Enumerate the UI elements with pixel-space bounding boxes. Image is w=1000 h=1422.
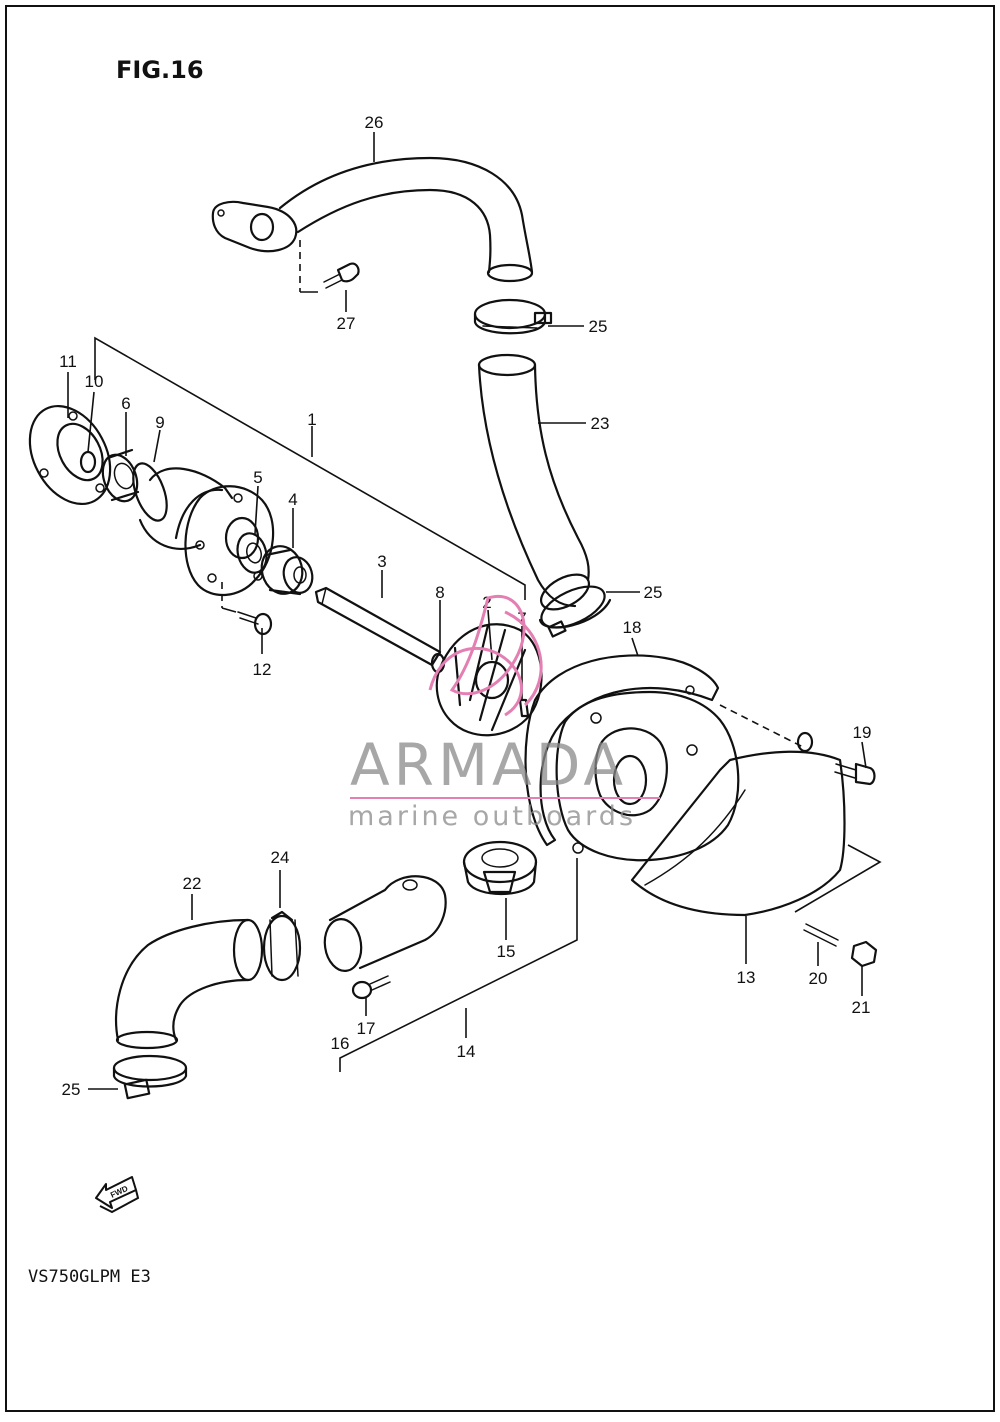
callout-19: 19: [853, 723, 872, 742]
callout-25-middle: 25: [644, 583, 663, 602]
screw-12: [221, 582, 273, 636]
fwd-arrow-icon: FWD: [95, 1176, 140, 1214]
callout-17: 17: [357, 1019, 376, 1038]
bolt-19: [834, 762, 876, 786]
figure-title: FIG.16: [116, 56, 204, 84]
callout-12: 12: [253, 660, 272, 679]
o-ring-9: [132, 462, 168, 522]
callout-8: 8: [435, 583, 444, 602]
callout-16: 16: [331, 1034, 350, 1053]
hose-clamp-25-lower: [112, 1054, 188, 1100]
nut-21: [850, 940, 878, 968]
screw-17: [351, 975, 391, 1000]
callout-leaders: [67, 132, 867, 1090]
watermark-brand: ARMADA: [350, 731, 627, 799]
callout-24: 24: [271, 848, 290, 867]
pump-shaft-3: [314, 586, 442, 667]
impeller-2: [435, 623, 543, 737]
callout-1: 1: [307, 410, 316, 429]
watermark-logo-icon: [428, 594, 543, 717]
gasket-11: [28, 404, 112, 506]
callout-9: 9: [155, 413, 164, 432]
callout-10: 10: [85, 372, 104, 391]
hose-clamp-25-middle: [538, 585, 612, 638]
callout-26: 26: [365, 113, 384, 132]
hose-clamp-25-upper: [473, 298, 553, 335]
thermostat-15: [462, 840, 538, 896]
callout-25-lower: 25: [62, 1080, 81, 1099]
cover-13: [630, 704, 882, 917]
seal-5: [236, 532, 268, 574]
model-code: VS750GLPM E3: [28, 1267, 151, 1287]
callout-6: 6: [121, 394, 130, 413]
bolt-27: [299, 240, 360, 293]
mechanical-seal-4: [260, 545, 314, 596]
assembly-bracket-14: [339, 858, 578, 1072]
thermostat-cap-16: [323, 875, 447, 972]
hose-clamp-24: [262, 910, 302, 982]
callout-15: 15: [497, 942, 516, 961]
callout-4: 4: [288, 490, 297, 509]
callout-27: 27: [337, 314, 356, 333]
callout-labels: 26 27 25 23 25 11 10 6 9 1 5 4 12 3 8 2 …: [59, 113, 871, 1099]
callout-18: 18: [623, 618, 642, 637]
pump-housing: [138, 467, 275, 597]
callout-21: 21: [852, 998, 871, 1017]
gasket-18: [524, 654, 720, 847]
pin-7: [518, 698, 530, 718]
stud-bolt-20: [803, 923, 839, 947]
callout-25-upper: 25: [589, 317, 608, 336]
oil-seal-10: [79, 450, 97, 474]
pump-cover: [555, 685, 740, 862]
callout-14: 14: [457, 1042, 476, 1061]
assembly-bracket-1: [94, 336, 526, 600]
page-border: [5, 5, 995, 1412]
hose-23: [477, 353, 590, 611]
callout-3: 3: [377, 552, 386, 571]
callout-5: 5: [253, 468, 262, 487]
callout-23: 23: [591, 414, 610, 433]
watermark: ARMADA marine outboards: [348, 594, 660, 832]
callout-11: 11: [59, 352, 77, 371]
callout-20: 20: [809, 969, 828, 988]
watermark-tagline: marine outboards: [348, 801, 636, 832]
callout-22: 22: [183, 874, 202, 893]
pipe-26: [211, 156, 534, 283]
elbow-hose-22: [115, 918, 264, 1050]
bearing-6: [101, 448, 140, 503]
callout-13: 13: [737, 968, 756, 987]
